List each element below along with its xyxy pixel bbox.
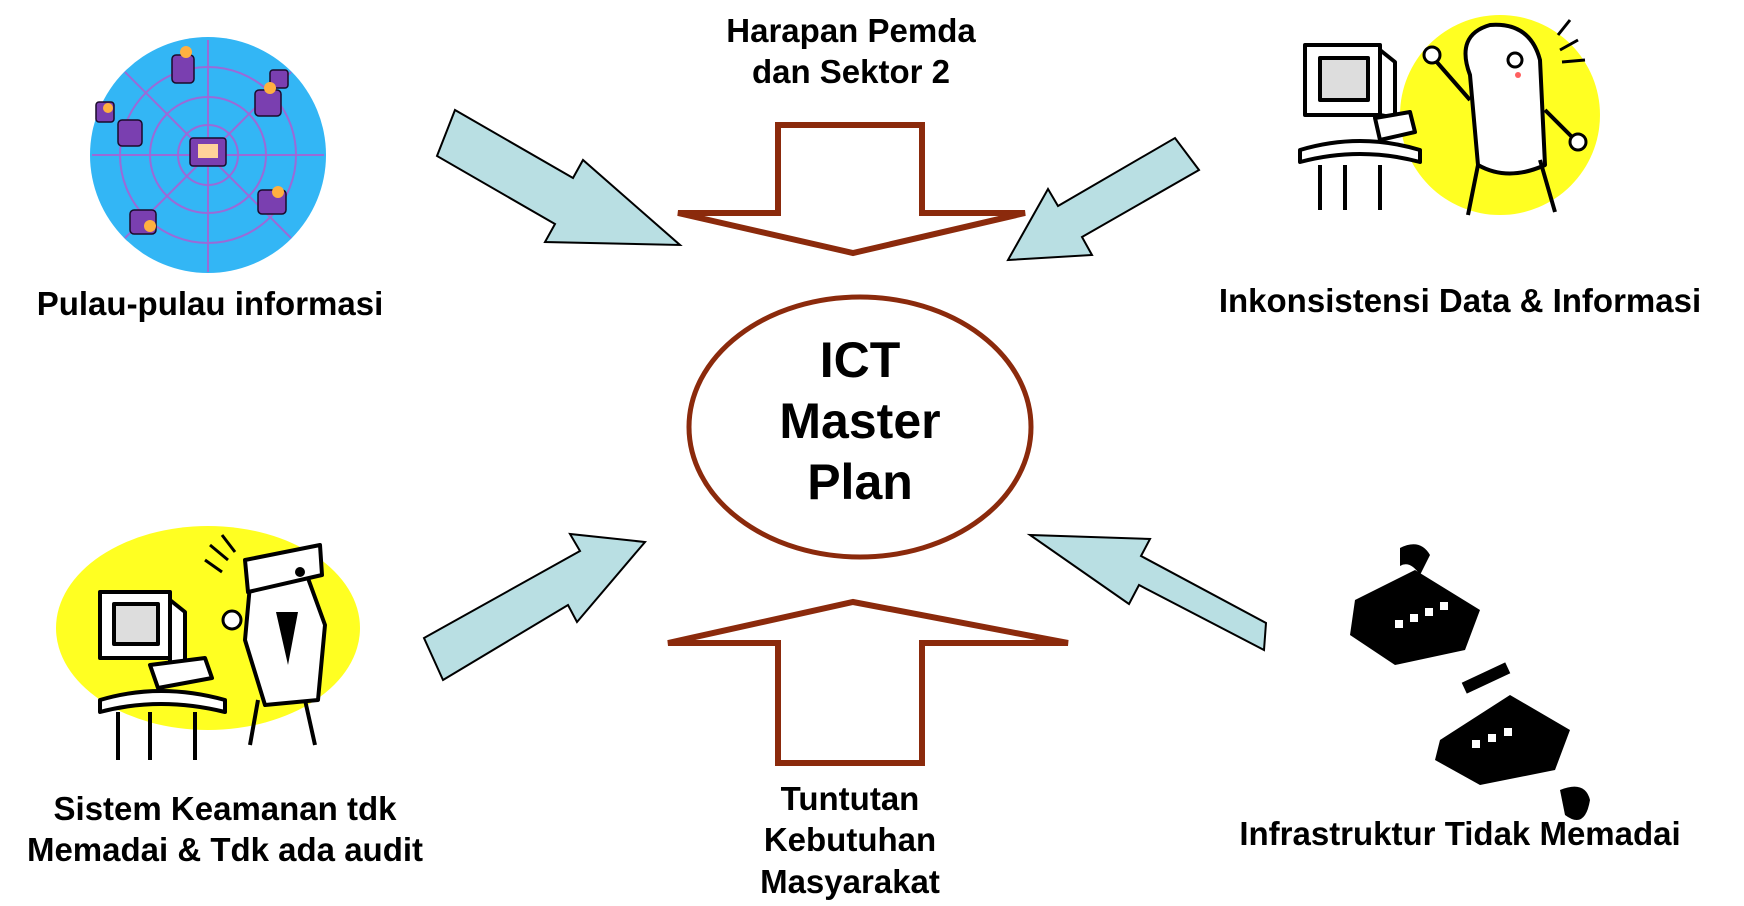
top-input-line-1: Harapan Pemda <box>726 12 976 49</box>
arrow-top-right <box>1006 136 1201 262</box>
bottom-input-line-3: Masyarakat <box>760 862 940 900</box>
block-arrow-up <box>667 598 1069 766</box>
top-right-label: Inkonsistensi Data & Informasi <box>1180 280 1740 321</box>
center-ellipse <box>686 294 1034 560</box>
bottom-right-label: Infrastruktur Tidak Memadai <box>1200 813 1720 854</box>
top-input-label: Harapan Pemda dan Sektor 2 <box>696 10 1006 93</box>
frustrated-user-clipart <box>1298 15 1600 216</box>
bottom-right-label-text: Infrastruktur Tidak Memadai <box>1239 815 1681 852</box>
center-title-line-2: Master <box>779 393 941 449</box>
top-input-line-2: dan Sektor 2 <box>751 53 951 91</box>
center-title-line-1: ICT <box>819 332 901 388</box>
arrow-bottom-left <box>422 532 647 682</box>
center-title-line-3: Plan <box>807 454 913 510</box>
bottom-input-label: Tuntutan Kebutuhan Masyarakat <box>720 778 980 902</box>
network-web-clipart <box>90 37 326 273</box>
fax-machines-clipart <box>1350 544 1590 820</box>
bottom-left-line-1: Sistem Keamanan tdk <box>53 790 397 827</box>
top-right-label-text: Inkonsistensi Data & Informasi <box>1218 282 1702 319</box>
top-left-label-text: Pulau-pulau informasi <box>36 285 384 322</box>
arrow-top-left <box>435 108 683 247</box>
bottom-left-label: Sistem Keamanan tdk Memadai & Tdk ada au… <box>0 788 450 871</box>
detective-clipart <box>56 526 360 760</box>
bottom-input-line-1: Tuntutan <box>780 780 920 817</box>
bottom-input-line-2: Kebutuhan <box>763 821 937 859</box>
center-title: ICT Master Plan <box>760 330 960 513</box>
top-left-label: Pulau-pulau informasi <box>10 283 410 324</box>
block-arrow-down <box>677 122 1026 257</box>
arrow-bottom-right <box>1026 533 1268 652</box>
bottom-left-line-2: Memadai & Tdk ada audit <box>26 831 424 869</box>
